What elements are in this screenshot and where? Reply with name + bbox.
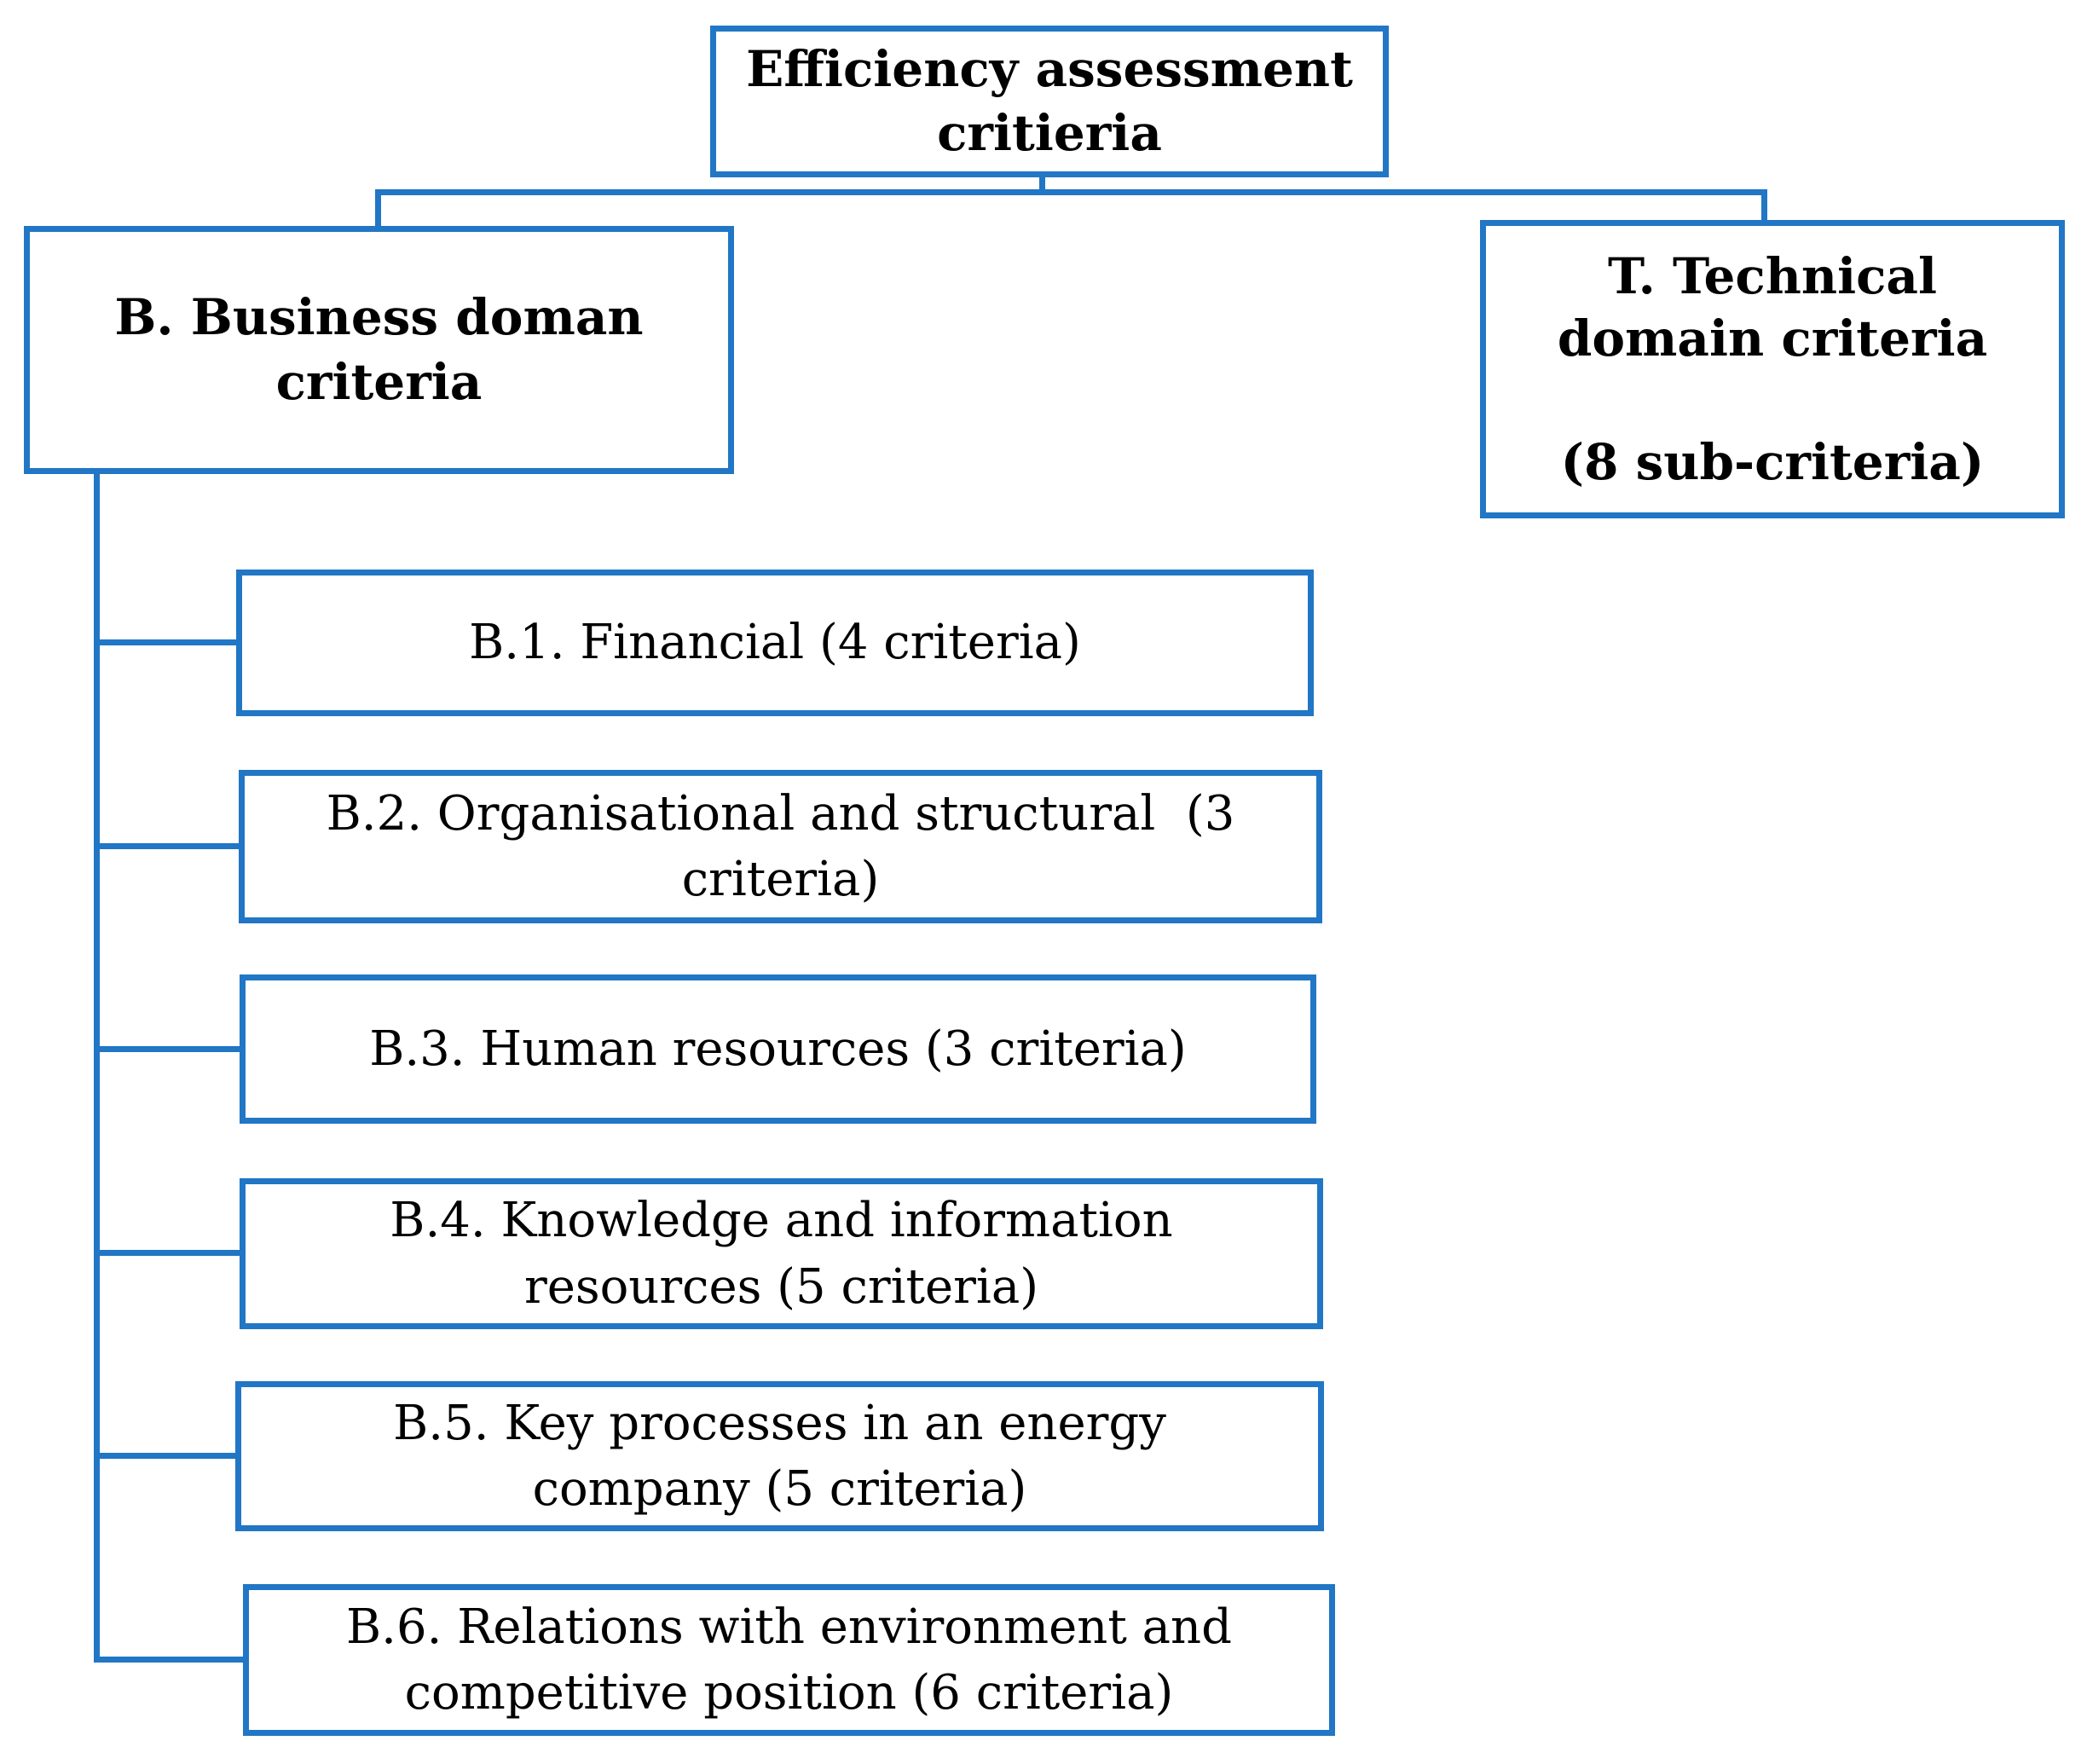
connector-business-trunk	[94, 468, 100, 1663]
sub-box-b2-organisational-structural: B.2. Organisational and structural (3 cr…	[239, 770, 1322, 923]
sub-box-b3-human-resources: B.3. Human resources (3 criteria)	[240, 975, 1316, 1124]
connector-stub-b2	[94, 843, 245, 849]
connector-root-stub	[1039, 176, 1045, 195]
sub-box-b4-knowledge-information: B.4. Knowledge and information resources…	[240, 1178, 1323, 1329]
connector-stub-b4	[94, 1250, 246, 1256]
connector-drop-technical	[1761, 189, 1767, 226]
business-domain-box: B. Business doman criteria	[24, 226, 734, 474]
sub-box-b5-key-processes: B.5. Key processes in an energy company …	[235, 1381, 1324, 1531]
technical-domain-box: T. Technical domain criteria (8 sub-crit…	[1480, 220, 2065, 518]
efficiency-assessment-root-box: Efficiency assessment critieria	[710, 26, 1389, 177]
sub-box-b1-financial: B.1. Financial (4 criteria)	[236, 570, 1314, 716]
connector-stub-b1	[94, 639, 242, 645]
connector-branch-horizontal	[375, 189, 1767, 195]
connector-stub-b5	[94, 1453, 241, 1459]
connector-stub-b6	[94, 1657, 249, 1663]
connector-stub-b3	[94, 1046, 246, 1052]
connector-drop-business	[375, 189, 381, 232]
sub-box-b6-relations-environment: B.6. Relations with environment and comp…	[243, 1584, 1335, 1736]
